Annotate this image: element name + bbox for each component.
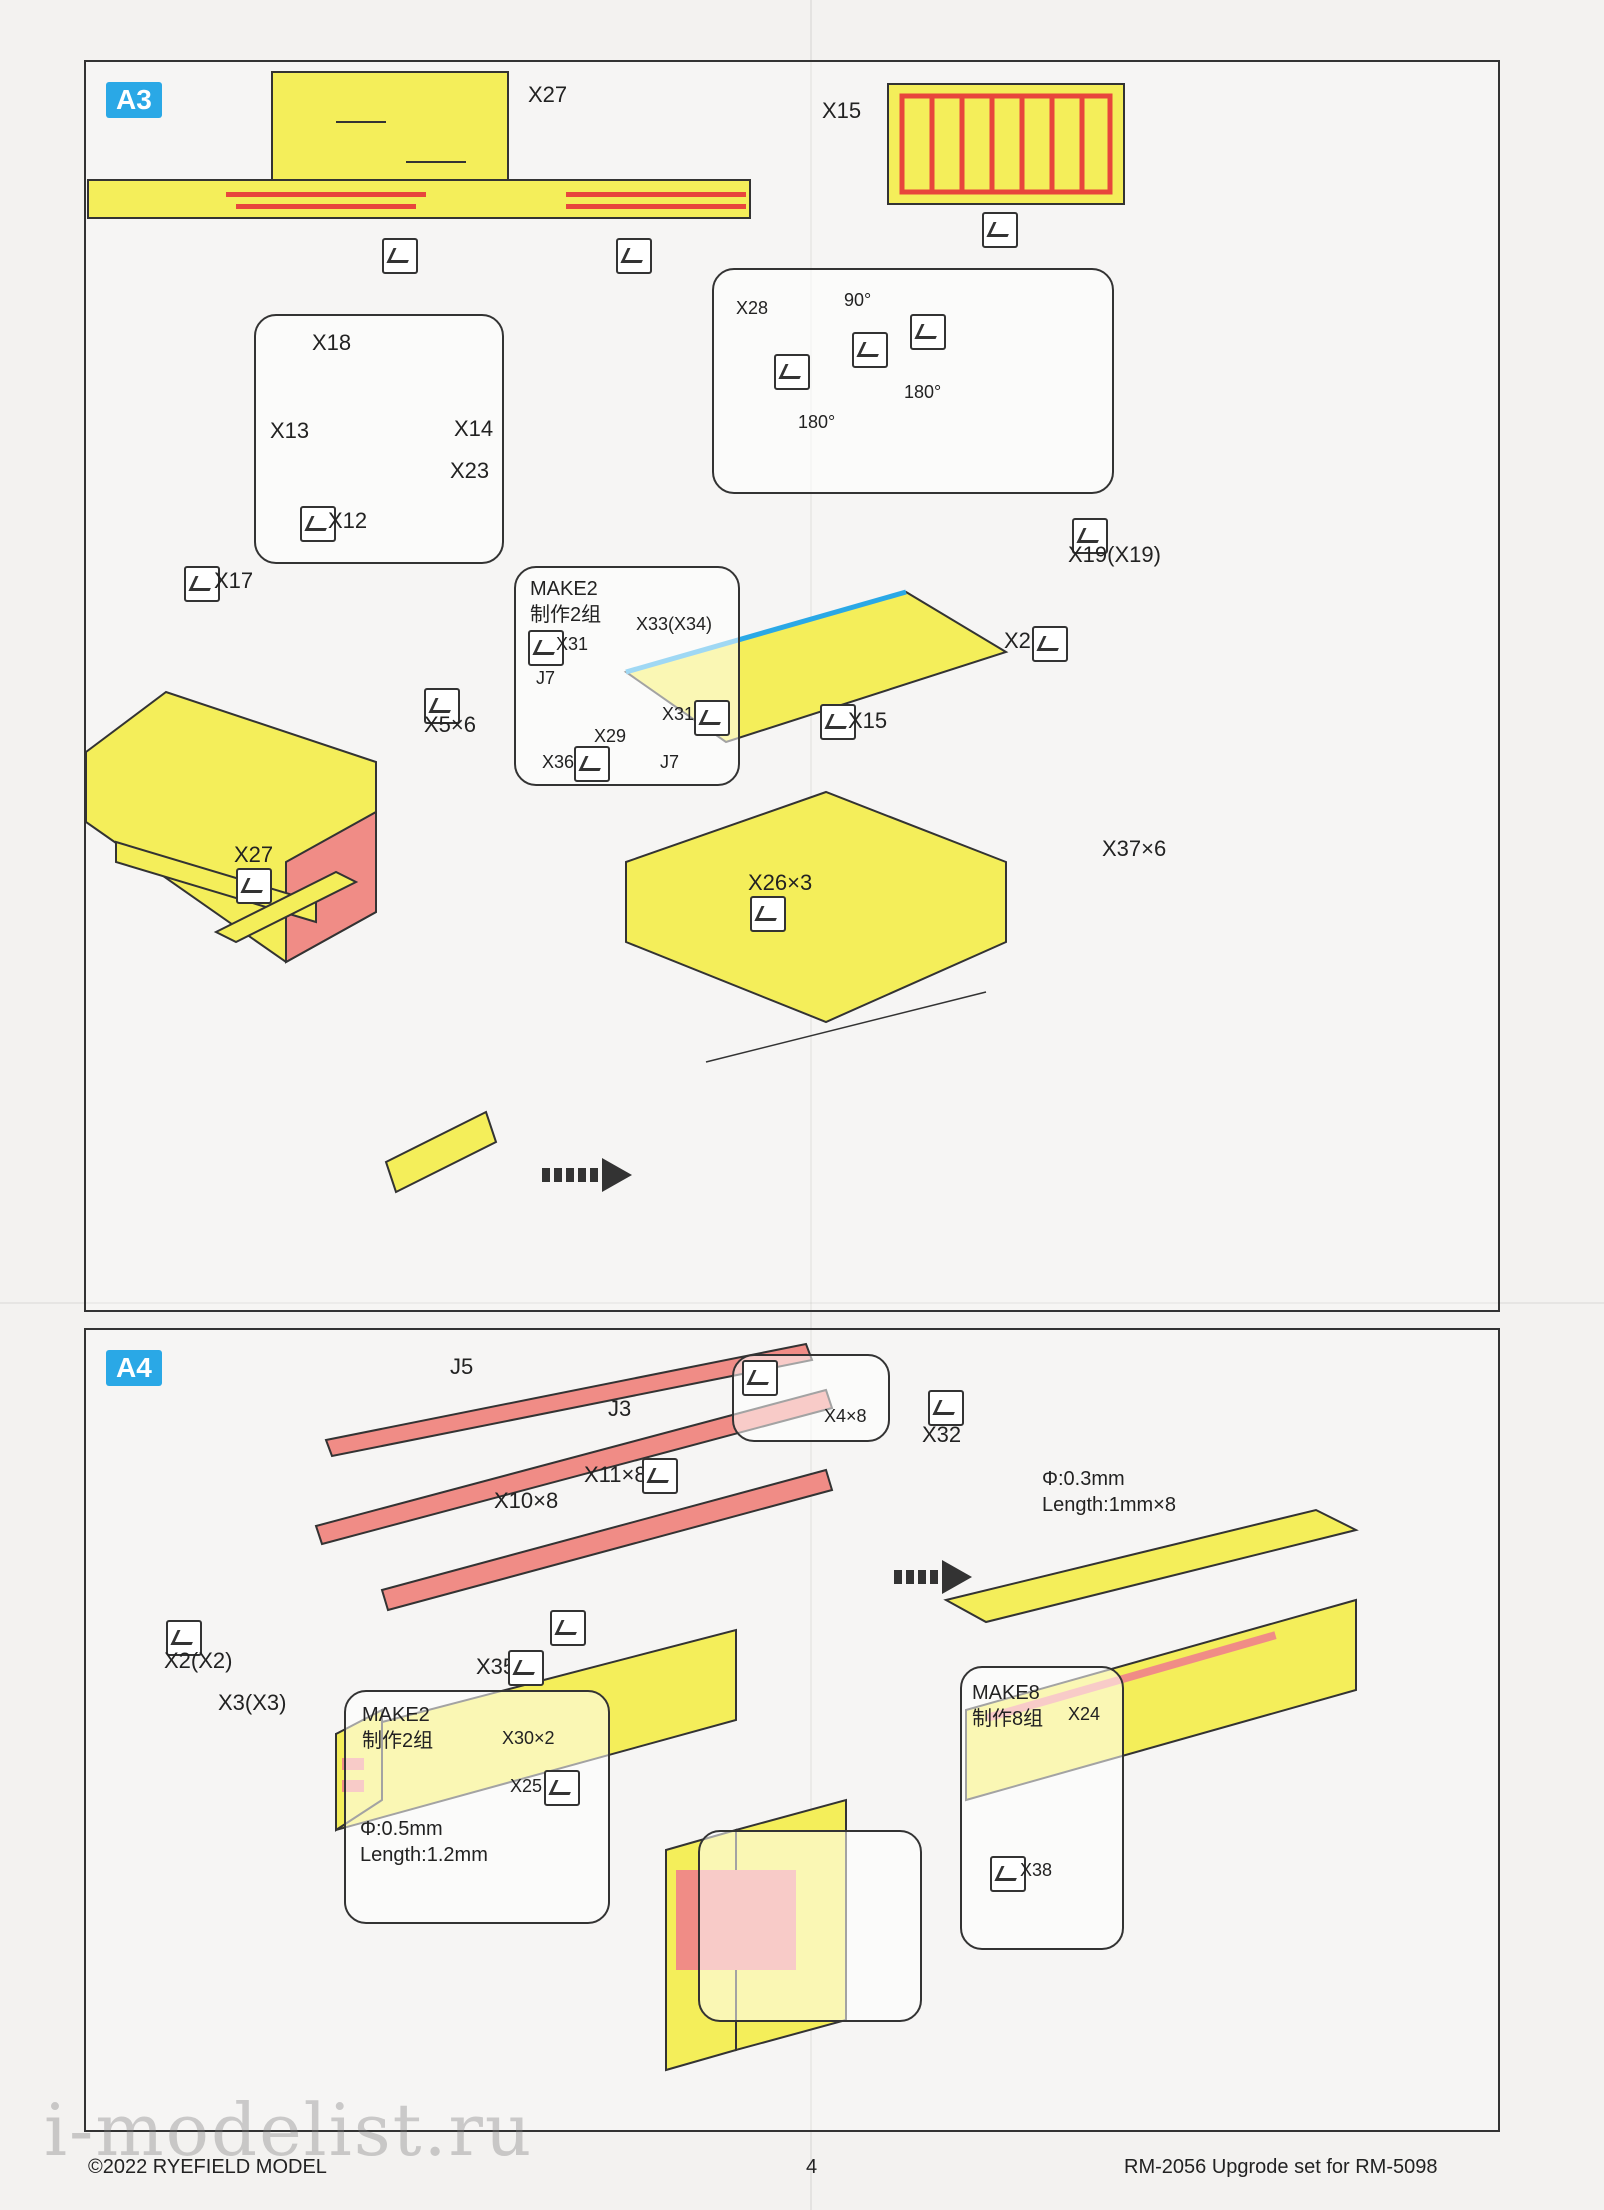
label-x24: X24 [1068,1704,1101,1724]
make8-text: MAKE8 [972,1682,1040,1704]
bend-icon [1032,626,1068,662]
callout-make2-a3 [514,566,740,786]
make2-label: MAKE2 制作2组 [530,576,601,628]
callout-make2-a4 [344,1690,610,1924]
make8-text-cn: 制作8组 [972,1708,1044,1730]
bend-icon [750,896,786,932]
pin-length: Length:1.2mm [360,1844,488,1866]
bend-icon [236,868,272,904]
label-x36: X36 [542,752,575,772]
bend-icon [166,1620,202,1656]
bend-icon [550,1610,586,1646]
label-x37: X37×6 [1102,836,1167,861]
bend-icon [508,1650,544,1686]
make2-text-cn: 制作2组 [530,604,602,626]
make2-text: MAKE2 [530,578,598,600]
bend-icon [694,700,730,736]
pin-spec-left: Φ:0.5mm Length:1.2mm [360,1816,488,1868]
label-x29: X29 [594,726,627,746]
bend-icon [820,704,856,740]
bend-icon [184,566,220,602]
label-x31b: X31 [662,704,695,724]
label-x2: X2(X2) [164,1648,233,1673]
bend-icon [910,314,946,350]
label-x33: X33(X34) [636,614,713,634]
label-x10: X10×8 [494,1488,559,1513]
bend-icon [990,1856,1026,1892]
pin-length: Length:1mm×8 [1042,1494,1176,1516]
bend-icon [382,238,418,274]
label-x25: X25 [510,1776,543,1796]
bend-icon [774,354,810,390]
bend-icon [544,1770,580,1806]
make2-label: MAKE2 制作2组 [362,1702,433,1754]
bend-icon [574,746,610,782]
label-x3: X3(X3) [218,1690,287,1715]
pin-diameter: Φ:0.5mm [360,1818,443,1840]
label-x28: X28 [736,298,769,318]
label-x5: X5×6 [424,712,476,737]
bend-icon [642,1458,678,1494]
label-90deg: 90° [844,290,872,310]
label-x26: X26×3 [748,870,813,895]
bend-icon [852,332,888,368]
label-x32: X32 [922,1422,962,1447]
step-a3-illustration [86,71,1125,1194]
label-x27-sheet: X27 [528,82,568,107]
pin-spec-right: Φ:0.3mm Length:1mm×8 [1042,1466,1176,1518]
label-x12: X12 [328,508,368,533]
label-x13: X13 [270,418,310,443]
label-x17: X17 [214,568,254,593]
label-j7b: J7 [660,752,680,772]
step-badge-a4: A4 [106,1350,162,1386]
label-x30: X30×2 [502,1728,555,1748]
make2-text: MAKE2 [362,1704,430,1726]
label-180deg-b: 180° [798,412,836,432]
step-badge-a3: A3 [106,82,162,118]
bend-icon [528,630,564,666]
callout-make8 [960,1666,1124,1950]
label-x11: X11×8 [584,1462,647,1487]
step-a4-panel: A4 J5 J3 X11×8 X10×8 X35 X2(X2) X3( [84,1328,1500,2132]
bend-icon [616,238,652,274]
label-x4: X4×8 [824,1406,867,1426]
bend-icon [424,688,460,724]
make2-text-cn: 制作2组 [362,1730,434,1752]
callout-x12-assembly [254,314,504,564]
label-x15: X15 [848,708,888,733]
label-x23: X23 [450,458,490,483]
label-180deg-a: 180° [904,382,942,402]
pin-diameter: Φ:0.3mm [1042,1468,1125,1490]
footer-copyright: ©2022 RYEFIELD MODEL [88,2156,327,2178]
bend-icon [300,506,336,542]
bend-icon [982,212,1018,248]
label-x31a: X31 [556,634,589,654]
label-x18: X18 [312,330,352,355]
paper-fold-vertical [810,0,812,2210]
label-j7a: J7 [536,668,556,688]
label-x19: X19(X19) [1068,542,1161,567]
bend-icon [928,1390,964,1426]
label-x27-box: X27 [234,842,274,867]
callout-x28-assembly [712,268,1114,494]
step-a3-panel: A3 [84,60,1500,1312]
label-x15-sheet: X15 [822,98,862,123]
footer-product: RM-2056 Upgrode set for RM-5098 [1124,2156,1438,2178]
paper-fold-horizontal [0,1302,1604,1304]
label-x14: X14 [454,416,494,441]
bend-icon [1072,518,1108,554]
label-x38: X38 [1020,1860,1053,1880]
callout-box-cutaway [698,1830,922,2022]
watermark: i-modelist.ru [44,2088,534,2172]
bend-icon [742,1360,778,1396]
make8-label: MAKE8 制作8组 [972,1680,1043,1732]
label-j3: J3 [608,1396,632,1421]
label-j5: J5 [450,1354,474,1379]
footer-page-number: 4 [806,2156,818,2178]
